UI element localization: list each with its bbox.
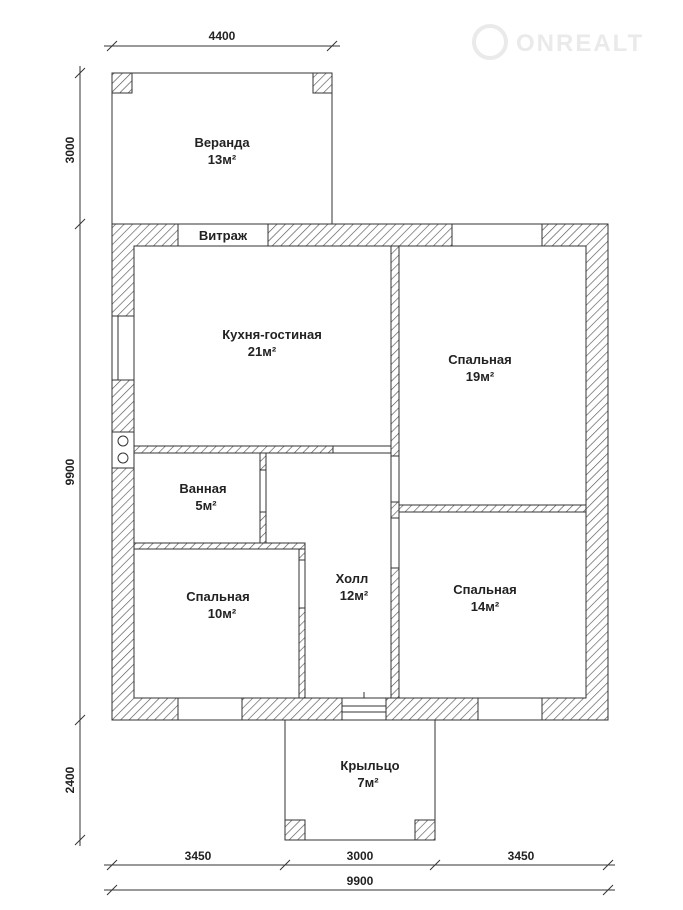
dimension-top: 4400 xyxy=(209,29,236,43)
room-name: Холл xyxy=(336,571,369,586)
interior-walls xyxy=(133,245,587,699)
logo-text: ONREALT xyxy=(516,30,644,57)
porch-post xyxy=(414,819,436,841)
window xyxy=(177,697,243,721)
room-area: 12м² xyxy=(340,588,369,603)
room-area: 21м² xyxy=(248,344,277,359)
window xyxy=(477,697,543,721)
room-area: 10м² xyxy=(208,606,237,621)
room-name: Спальная xyxy=(186,589,249,604)
pipe-icon xyxy=(117,452,129,464)
room-area: 14м² xyxy=(471,599,500,614)
dimension-left-house: 9900 xyxy=(63,458,77,485)
veranda-post xyxy=(111,72,133,94)
room-name: Веранда xyxy=(194,135,250,150)
room-name: Ванная xyxy=(179,481,226,496)
window xyxy=(111,315,135,381)
dimension-bottom-mid: 3000 xyxy=(347,849,374,863)
room-area: 5м² xyxy=(195,498,217,513)
dimension-lines xyxy=(74,40,615,896)
porch xyxy=(284,719,436,841)
pipe-icon xyxy=(117,435,129,447)
vitrazh-label: Витраж xyxy=(199,228,248,243)
dimension-bottom-left: 3450 xyxy=(185,849,212,863)
room-name: Крыльцо xyxy=(340,758,399,773)
dimension-bottom-right: 3450 xyxy=(508,849,535,863)
window xyxy=(451,223,543,247)
veranda-post xyxy=(312,72,333,94)
room-name: Спальная xyxy=(453,582,516,597)
onrealt-logo: ONREALT xyxy=(472,24,644,60)
entrance-door xyxy=(341,697,387,721)
room-area: 7м² xyxy=(357,775,379,790)
room-name: Спальная xyxy=(448,352,511,367)
porch-post xyxy=(284,819,306,841)
room-name: Кухня-гостиная xyxy=(222,327,322,342)
dimension-left-veranda: 3000 xyxy=(63,136,77,163)
room-area: 13м² xyxy=(208,152,237,167)
vitrazh-window xyxy=(177,223,269,247)
exterior-walls xyxy=(111,223,609,721)
dimension-bottom-total: 9900 xyxy=(347,874,374,888)
dimension-left-porch: 2400 xyxy=(63,766,77,793)
room-area: 19м² xyxy=(466,369,495,384)
